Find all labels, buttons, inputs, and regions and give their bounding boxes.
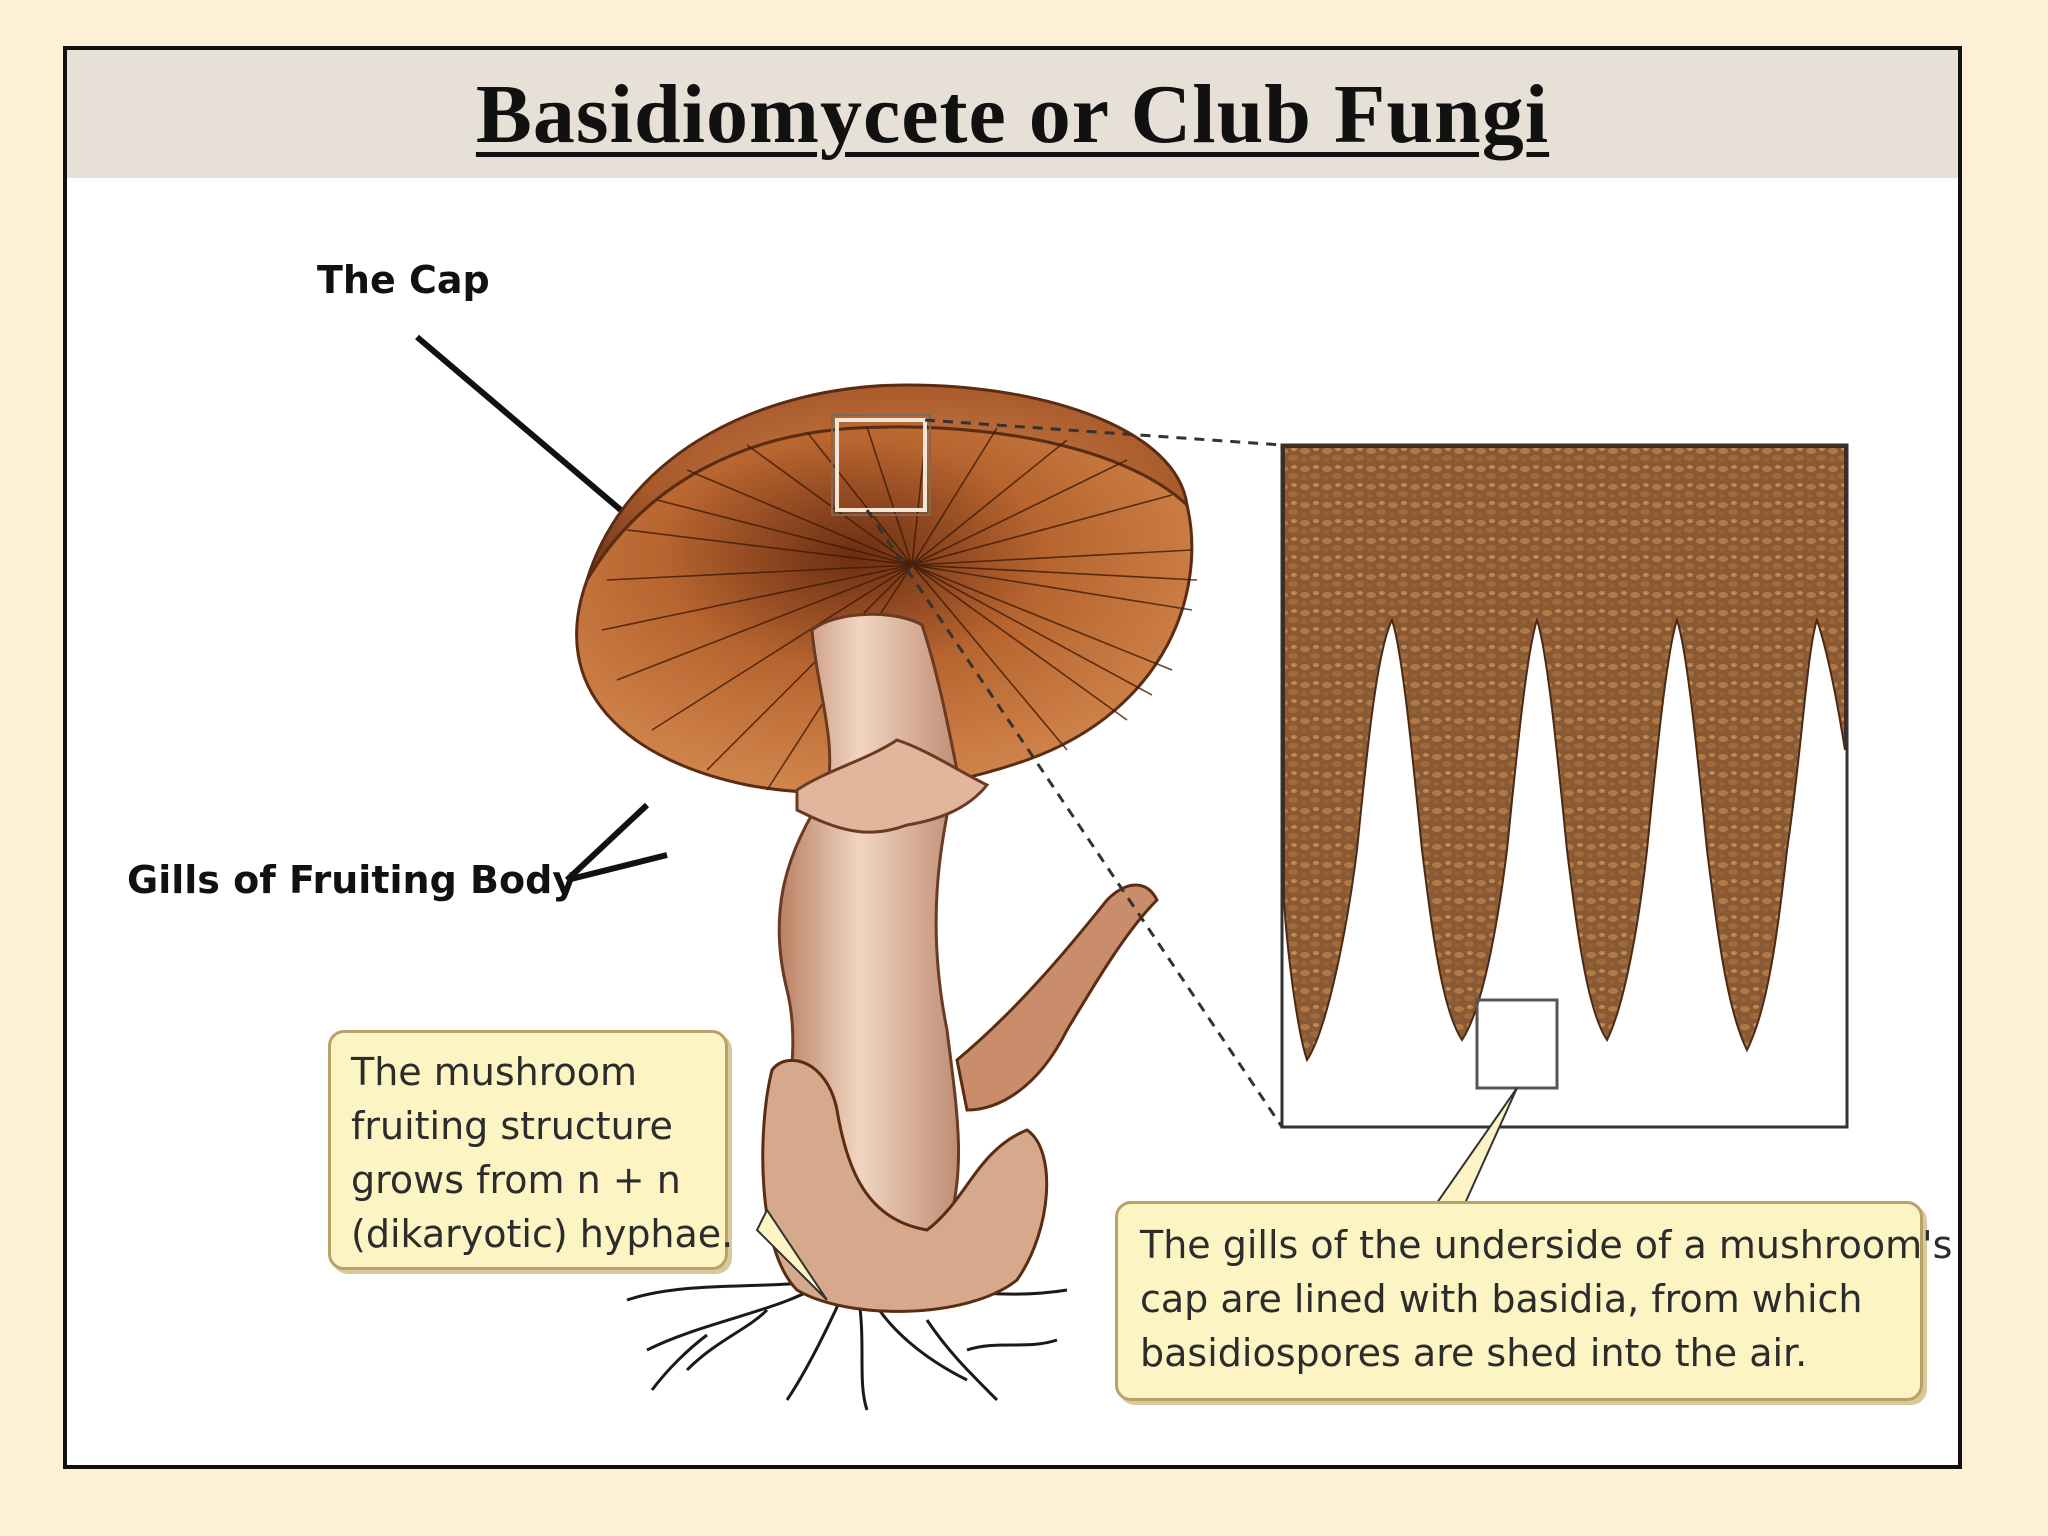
mushroom-callout: The mushroom fruiting structure grows fr… [328, 1030, 734, 1270]
mushroom-veil-flap [955, 883, 1159, 1112]
gills-callout-line-1: The gills of the underside of a mushroom… [1140, 1223, 1953, 1267]
gills-callout-line-3: basidiospores are shed into the air. [1140, 1331, 1808, 1375]
mushroom-callout-line-4: (dikaryotic) hyphae. [351, 1212, 734, 1256]
gills-callout-line-2: cap are lined with basidia, from which [1140, 1277, 1863, 1321]
callout-pointer-mushroom [755, 1208, 828, 1301]
slide-title: Basidiomycete or Club Fungi [475, 67, 1550, 161]
gill-magnified-inset [1280, 443, 1849, 1129]
mushroom-callout-line-2: fruiting structure [351, 1104, 673, 1148]
gills-callout: The gills of the underside of a mushroom… [1115, 1201, 1953, 1401]
slide-frame: Basidiomycete or Club Fungi [63, 46, 1962, 1469]
gills-label: Gills of Fruiting Body [127, 858, 578, 902]
mushroom-callout-line-3: grows from n + n [351, 1158, 681, 1202]
title-band: Basidiomycete or Club Fungi [67, 50, 1958, 178]
gill-lines [601, 424, 1198, 791]
mushroom-volva [761, 1059, 1049, 1313]
zoom-connector-lines [865, 418, 1284, 1128]
mushroom-callout-line-1: The mushroom [351, 1050, 638, 1094]
gills-leader-lines [564, 802, 668, 883]
cap-leader-line [415, 334, 644, 531]
gill-selection-box [835, 418, 927, 512]
cap-label: The Cap [317, 258, 490, 302]
mushroom-ring [795, 738, 990, 834]
mushroom-illustration [415, 334, 1849, 1411]
